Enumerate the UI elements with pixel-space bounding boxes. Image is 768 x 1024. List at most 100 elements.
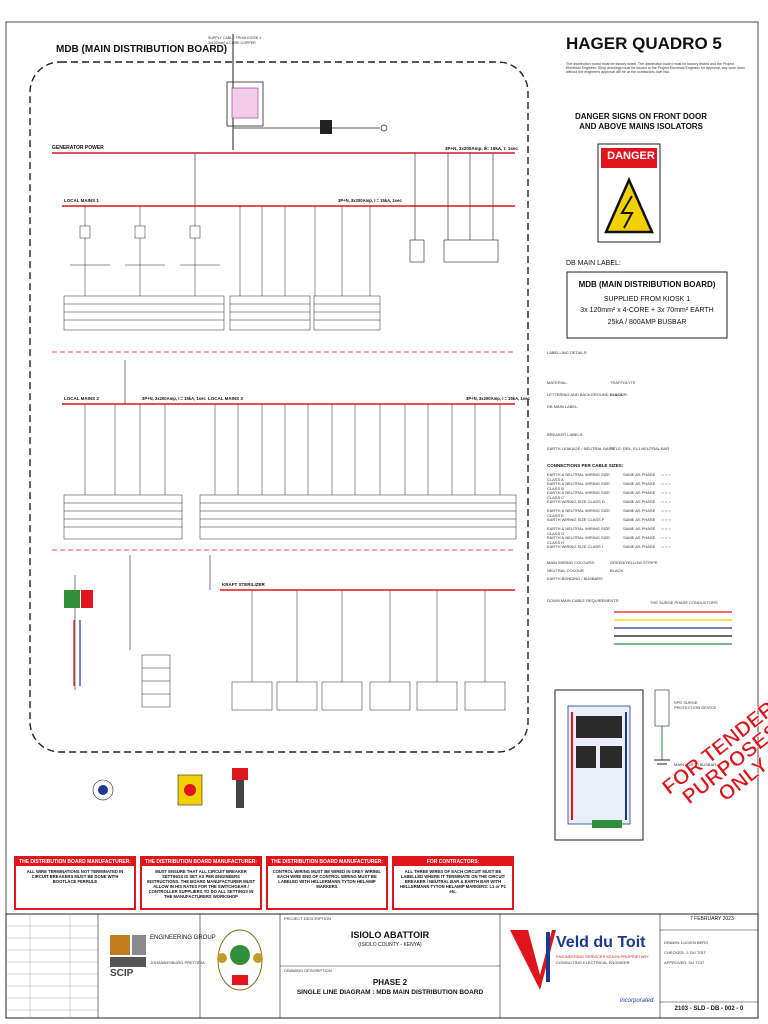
db-label-line2: 3x 120mm² x 4-CORE + 3x 70mm² EARTH xyxy=(580,307,714,314)
sizing-row: EARTH & NEUTRAL WIRING SIZE CLASS E SAME … xyxy=(547,508,671,518)
note-box: FOR CONTRACTORS: ALL THREE WIRES OF EACH… xyxy=(392,856,514,910)
sizing-row-label: EARTH & NEUTRAL WIRING SIZE CLASS C xyxy=(547,490,610,500)
danger-word: DANGER xyxy=(607,150,655,162)
sizing-heading: CONNECTIONS PER CABLE SIZES: xyxy=(547,463,624,468)
drawn-by: DRAWN: LUCIEN BERG xyxy=(664,940,709,945)
intro-note: The distribution board must be factory w… xyxy=(566,62,746,75)
db-label-box xyxy=(566,271,728,339)
sizing-row-label: EARTH & NEUTRAL WIRING SIZE CLASS B xyxy=(547,481,610,491)
project-label: PROJECT DESCRIPTION xyxy=(284,916,332,921)
company-left-name: SCIP xyxy=(110,968,134,979)
surge-device-label: SPD SURGE PROTECTION DEVICE xyxy=(674,700,717,710)
lm1-tables xyxy=(63,295,381,331)
sizing-row-value: SAME AS PHASE xyxy=(623,535,656,540)
project-sub: (ISIOLO COUNTY - KENYA) xyxy=(358,942,422,948)
note-box: THE DISTRIBUTION BOARD MANUFACTURER: ALL… xyxy=(14,856,136,910)
vdt-mark xyxy=(510,930,556,990)
kraft-tables xyxy=(231,681,506,711)
spec-labelling: LABELLING DETAILS: xyxy=(547,350,588,355)
spec-material-val: TRAFFOLYTE xyxy=(610,380,636,385)
sizing-row-value: SAME AS PHASE xyxy=(623,544,656,549)
drawing-label: DRAWING DESCRIPTION xyxy=(284,968,332,973)
phase-label: PHASE 2 xyxy=(372,978,408,987)
engineer-inc: incorporated xyxy=(620,998,654,1004)
supply-note: SUPPLY CABLE FROM KIOSK 1 3x120mm² 4-COR… xyxy=(208,36,262,45)
sizing-row-value: SAME AS PHASE xyxy=(623,508,656,513)
main-meter-block xyxy=(226,81,264,127)
spec-earth-val: TITLE: DB1, EL1 NEUTRAL BAR xyxy=(610,446,670,451)
drawing-number: 2103 - SLD - DB - 002 - 0 xyxy=(674,1006,744,1012)
db-main-label-heading: DB MAIN LABEL: xyxy=(566,260,621,267)
company-left-sub: ENGINEERING GROUP xyxy=(150,935,216,941)
note-head: THE DISTRIBUTION BOARD MANUFACTURER: xyxy=(142,858,260,866)
earthing-diagram xyxy=(614,611,732,765)
neutral-colour-label: NEUTRAL COLOUR xyxy=(547,568,584,573)
right-title: HAGER QUADRO 5 xyxy=(566,34,722,53)
enclosure-outline xyxy=(29,61,529,753)
engineer-sub: ENGINEERING SERVICES KENYA PROPRIETARY xyxy=(556,954,649,959)
spec-breaker: BREAKER LABELS: xyxy=(547,432,584,437)
note-box: THE DISTRIBUTION BOARD MANUFACTURER: MUS… xyxy=(140,856,262,910)
local-mains-2-spec: 3P+N, 3x200Amp, I = 15kA, 1sec xyxy=(142,396,206,401)
spec-lettering-val: BLACK xyxy=(610,392,624,397)
main-wiring-val: GREEN/YELLOW STRIPE xyxy=(610,560,658,565)
sizing-row-value: SAME AS PHASE xyxy=(623,526,656,531)
spec-db-label: DB MAIN LABEL: xyxy=(547,404,579,409)
local-mains-3-spec: 3P+N, 3x200Amp, I = 15kA, 1sec xyxy=(466,396,530,401)
note-body: ALL WIRE TERMINATIONS NOT TERMINATED IN … xyxy=(26,869,124,884)
neutral-colour-val: BLACK xyxy=(610,568,624,573)
earth-rule-label: EARTH BONDING / BUSBARS xyxy=(547,576,603,581)
sizing-row-label: EARTH WIRING SIZE CLASS D xyxy=(547,499,605,504)
sizing-row-value: SAME AS PHASE xyxy=(623,481,656,486)
note-body: CONTROL WIRING MUST BE WIRED IN GREY WIR… xyxy=(272,869,382,889)
note-head: FOR CONTRACTORS: xyxy=(394,858,512,866)
sizing-row: EARTH & NEUTRAL WIRING SIZE CLASS A SAME … xyxy=(547,472,671,482)
drawing-title: SINGLE LINE DIAGRAM : MDB MAIN DISTRIBUT… xyxy=(296,989,484,996)
note-body: MUST ENSURE THAT ALL CIRCUIT BREAKER SET… xyxy=(146,869,256,899)
down-main-label: DOWN MAIN CABLE REQUIREMENTS: xyxy=(547,598,620,603)
changeover-red xyxy=(81,590,93,608)
main-isolator-body xyxy=(320,120,332,134)
left-title: MDB (MAIN DISTRIBUTION BOARD) xyxy=(56,44,228,55)
drawing-date: 7 FEBRUARY 2023 xyxy=(690,916,734,922)
checked-by: CHECKED: J. DU TOIT xyxy=(664,950,706,955)
main-earth-busbar-label: MAIN EARTH BUSBAR xyxy=(674,762,717,767)
sizing-row-label: EARTH & NEUTRAL WIRING SIZE CLASS E xyxy=(547,508,610,518)
db-label-title: MDB (MAIN DISTRIBUTION BOARD) xyxy=(578,280,716,289)
note-head: THE DISTRIBUTION BOARD MANUFACTURER: xyxy=(268,858,386,866)
approved-by: APPROVED: DU TOIT xyxy=(664,960,705,965)
note-head: THE DISTRIBUTION BOARD MANUFACTURER: xyxy=(16,858,134,866)
local-mains-1-spec: 3P+N, 3x200Amp, I = 15kA, 1sec xyxy=(338,198,402,203)
meter-highlight xyxy=(231,87,259,119)
sizing-row-label: EARTH & NEUTRAL WIRING SIZE CLASS A xyxy=(547,472,610,482)
sizing-row-value: SAME AS PHASE xyxy=(623,499,656,504)
county-crest xyxy=(217,929,263,991)
spec-material: MATERIAL: xyxy=(547,380,568,385)
sizing-row-value: SAME AS PHASE xyxy=(623,472,656,477)
sizing-row: EARTH & NEUTRAL WIRING SIZE CLASS C SAME … xyxy=(547,490,671,500)
local-mains-2-label: LOCAL MAINS 2 xyxy=(64,396,99,401)
scip-mark xyxy=(110,935,146,967)
risers xyxy=(74,153,211,690)
sizing-row-value: SAME AS PHASE xyxy=(623,490,656,495)
note-body: ALL THREE WIRES OF EACH CIRCUIT MUST BE … xyxy=(400,869,506,894)
spec-lettering: LETTERING AND BACKGROUND COLOUR: xyxy=(547,392,628,397)
lm2-tables xyxy=(63,494,517,540)
company-left-city: JOHANNESBURG PRETORIA xyxy=(150,960,205,965)
sizing-row-value: SAME AS PHASE xyxy=(623,517,656,522)
project-name: ISIOLO ABATTOIR xyxy=(350,930,430,940)
main-wiring-label: MAIN WIRING COLOURS: xyxy=(547,560,596,565)
db-label-line1: SUPPLIED FROM KIOSK 1 xyxy=(603,296,691,303)
sizing-table: EARTH & NEUTRAL WIRING SIZE CLASS A SAME … xyxy=(547,472,747,553)
main-busbar-spec: 3P+N, 3x200Amp, Ik: 15kA, t: 1sec xyxy=(445,146,518,151)
sizing-row-label: EARTH WIRING SIZE CLASS I xyxy=(547,544,603,549)
surge-label: THE SURGE PHASE CONDUCTORS xyxy=(650,600,718,605)
local-mains-1-label: LOCAL MAINS 1 xyxy=(64,198,99,203)
sizing-row: EARTH & NEUTRAL WIRING SIZE CLASS B SAME … xyxy=(547,481,671,491)
kraft-sterilizer-label: KRAFT STERILIZER xyxy=(222,582,265,587)
